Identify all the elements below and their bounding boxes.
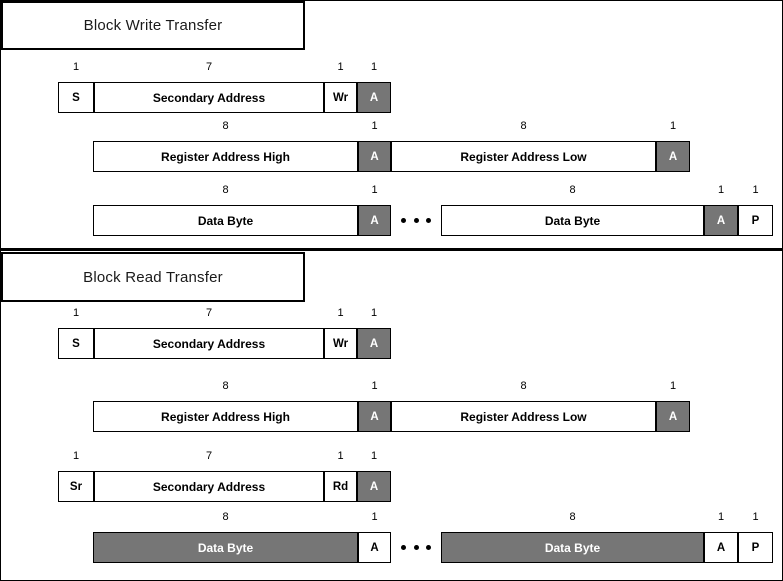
bit-count-label: 1	[337, 307, 344, 319]
frame-field: Register Address Low	[391, 141, 656, 172]
bit-count-label: 1	[669, 120, 677, 132]
bit-count-label: 1	[370, 307, 378, 319]
frame-field: S	[58, 82, 94, 113]
bit-count-label: 8	[520, 380, 527, 392]
frame-field: Data Byte	[441, 205, 704, 236]
frame-field: A	[357, 471, 391, 502]
ellipsis-dot	[401, 218, 406, 223]
bit-count-label: 8	[222, 184, 229, 196]
bit-count-label: 1	[370, 450, 378, 462]
frame-field: A	[357, 328, 391, 359]
bit-count-label: 1	[337, 61, 344, 73]
ellipsis-dot	[413, 218, 419, 223]
bit-count-label: 7	[205, 307, 213, 319]
bit-count-label: 1	[72, 450, 80, 462]
bit-count-label: 1	[717, 511, 725, 523]
section-heading: Block Read Transfer	[83, 268, 223, 286]
continuation-ellipsis-icon	[401, 205, 431, 236]
bit-count-label: 1	[371, 511, 378, 523]
bit-count-label: 1	[371, 184, 378, 196]
bit-count-label: 1	[371, 120, 378, 132]
bit-count-label: 1	[337, 450, 344, 462]
ellipsis-dot	[413, 545, 419, 550]
bit-count-label: 1	[669, 380, 677, 392]
frame-field: A	[656, 141, 690, 172]
frame-field: P	[738, 532, 773, 563]
frame-field: Secondary Address	[94, 471, 324, 502]
ellipsis-dot	[401, 545, 406, 550]
bit-count-label: 8	[222, 120, 229, 132]
frame-field: A	[357, 82, 391, 113]
frame-field: A	[358, 205, 391, 236]
continuation-ellipsis-icon	[401, 532, 431, 563]
bit-count-label: 7	[205, 450, 213, 462]
frame-field: Secondary Address	[94, 328, 324, 359]
frame-field: Data Byte	[93, 205, 358, 236]
frame-field: Wr	[324, 328, 357, 359]
bit-count-label: 8	[569, 511, 576, 523]
bit-count-label: 1	[72, 307, 80, 319]
frame-field: Register Address Low	[391, 401, 656, 432]
bit-count-label: 1	[752, 184, 759, 196]
frame-field: A	[656, 401, 690, 432]
frame-field: Sr	[58, 471, 94, 502]
section-heading: Block Write Transfer	[83, 17, 223, 34]
frame-field: P	[738, 205, 773, 236]
bit-count-label: 1	[72, 61, 80, 73]
section-divider	[1, 248, 782, 251]
bit-count-label: 8	[520, 120, 527, 132]
frame-field: A	[704, 532, 738, 563]
frame-field: Secondary Address	[94, 82, 324, 113]
frame-field: S	[58, 328, 94, 359]
frame-field: A	[704, 205, 738, 236]
frame-field: A	[358, 141, 391, 172]
frame-field: A	[358, 532, 391, 563]
bit-count-label: 1	[717, 184, 725, 196]
frame-field: Wr	[324, 82, 357, 113]
bit-count-label: 7	[205, 61, 213, 73]
frame-field: Register Address High	[93, 141, 358, 172]
section-title-box-2: Block Read Transfer	[1, 252, 305, 302]
ellipsis-dot	[426, 545, 431, 550]
frame-field: Rd	[324, 471, 357, 502]
frame-field: Register Address High	[93, 401, 358, 432]
ellipsis-dot	[426, 218, 431, 223]
frame-field: Data Byte	[441, 532, 704, 563]
bit-count-label: 8	[222, 511, 229, 523]
bit-count-label: 1	[371, 380, 378, 392]
frame-field: A	[358, 401, 391, 432]
bit-count-label: 1	[370, 61, 378, 73]
bit-count-label: 8	[222, 380, 229, 392]
bit-count-label: 8	[569, 184, 576, 196]
section-title-box-1: Block Write Transfer	[1, 1, 305, 50]
frame-field: Data Byte	[93, 532, 358, 563]
bit-count-label: 1	[752, 511, 759, 523]
